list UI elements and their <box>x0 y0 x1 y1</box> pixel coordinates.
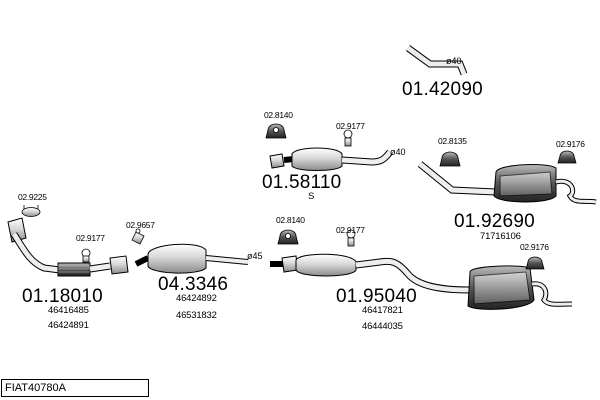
rear-lower-hanger-icon <box>525 256 545 270</box>
centre-silencer-part <box>270 253 471 294</box>
part-code-label: 02.9177 <box>336 121 365 131</box>
downpipe-bracket-icon <box>131 228 145 245</box>
centre-ref-2: 46444035 <box>362 321 403 332</box>
centre-hanger-icon <box>277 229 299 245</box>
downpipe-ref-1: 46416485 <box>48 305 89 316</box>
rear-silencer-lower-part <box>467 265 573 310</box>
rear-box-main-number: 01.92690 <box>454 211 535 232</box>
pipe-diameter-label: ø40 <box>446 56 462 66</box>
centre-clamp-icon <box>346 229 356 247</box>
centre-ref-1: 46417821 <box>362 305 403 316</box>
downpipe-clamp-icon <box>81 248 91 263</box>
downpipe-gasket-icon <box>21 205 41 217</box>
part-code-label: 02.8135 <box>438 136 467 146</box>
part-code-label: 02.9225 <box>18 192 47 202</box>
tailpipe-part <box>405 45 468 76</box>
catalyst-ref-1: 46424892 <box>176 293 217 304</box>
tailpipe-main-number: 01.42090 <box>402 79 483 100</box>
part-code-label: 02.9177 <box>76 233 105 243</box>
part-code-label: 02.8140 <box>276 215 305 225</box>
middle-clamp-icon <box>343 129 353 147</box>
rear-box-part <box>417 161 597 205</box>
downpipe-part <box>7 217 129 277</box>
middle-main-number: 01.58110 <box>262 172 342 193</box>
downpipe-main-number: 01.18010 <box>22 286 103 307</box>
rear-box-rubber-icon <box>557 150 577 164</box>
part-code-label: 02.8140 <box>264 110 293 120</box>
catalyst-ref-2: 46531832 <box>176 310 217 321</box>
middle-silencer-part <box>269 147 393 171</box>
catalyst-part <box>134 243 249 274</box>
pipe-diameter-label: ø40 <box>390 147 406 157</box>
centre-main-number: 01.95040 <box>336 286 417 307</box>
middle-hanger-icon <box>265 123 287 139</box>
downpipe-ref-2: 46424891 <box>48 320 89 331</box>
catalyst-main-number: 04.3346 <box>158 274 229 295</box>
diagram-id-box: FIAT40780A <box>1 379 149 397</box>
rear-box-hanger-icon <box>439 151 461 167</box>
middle-ref-1: S <box>308 191 315 202</box>
rear-box-ref-1: 71716106 <box>480 231 521 242</box>
part-code-label: 02.9176 <box>556 139 585 149</box>
part-code-label: 02.9657 <box>126 220 155 230</box>
part-code-label: 02.9176 <box>520 242 549 252</box>
diagram-id-label: FIAT40780A <box>5 382 66 394</box>
pipe-diameter-label: ø45 <box>247 251 263 261</box>
part-code-label: 02.9177 <box>336 225 365 235</box>
